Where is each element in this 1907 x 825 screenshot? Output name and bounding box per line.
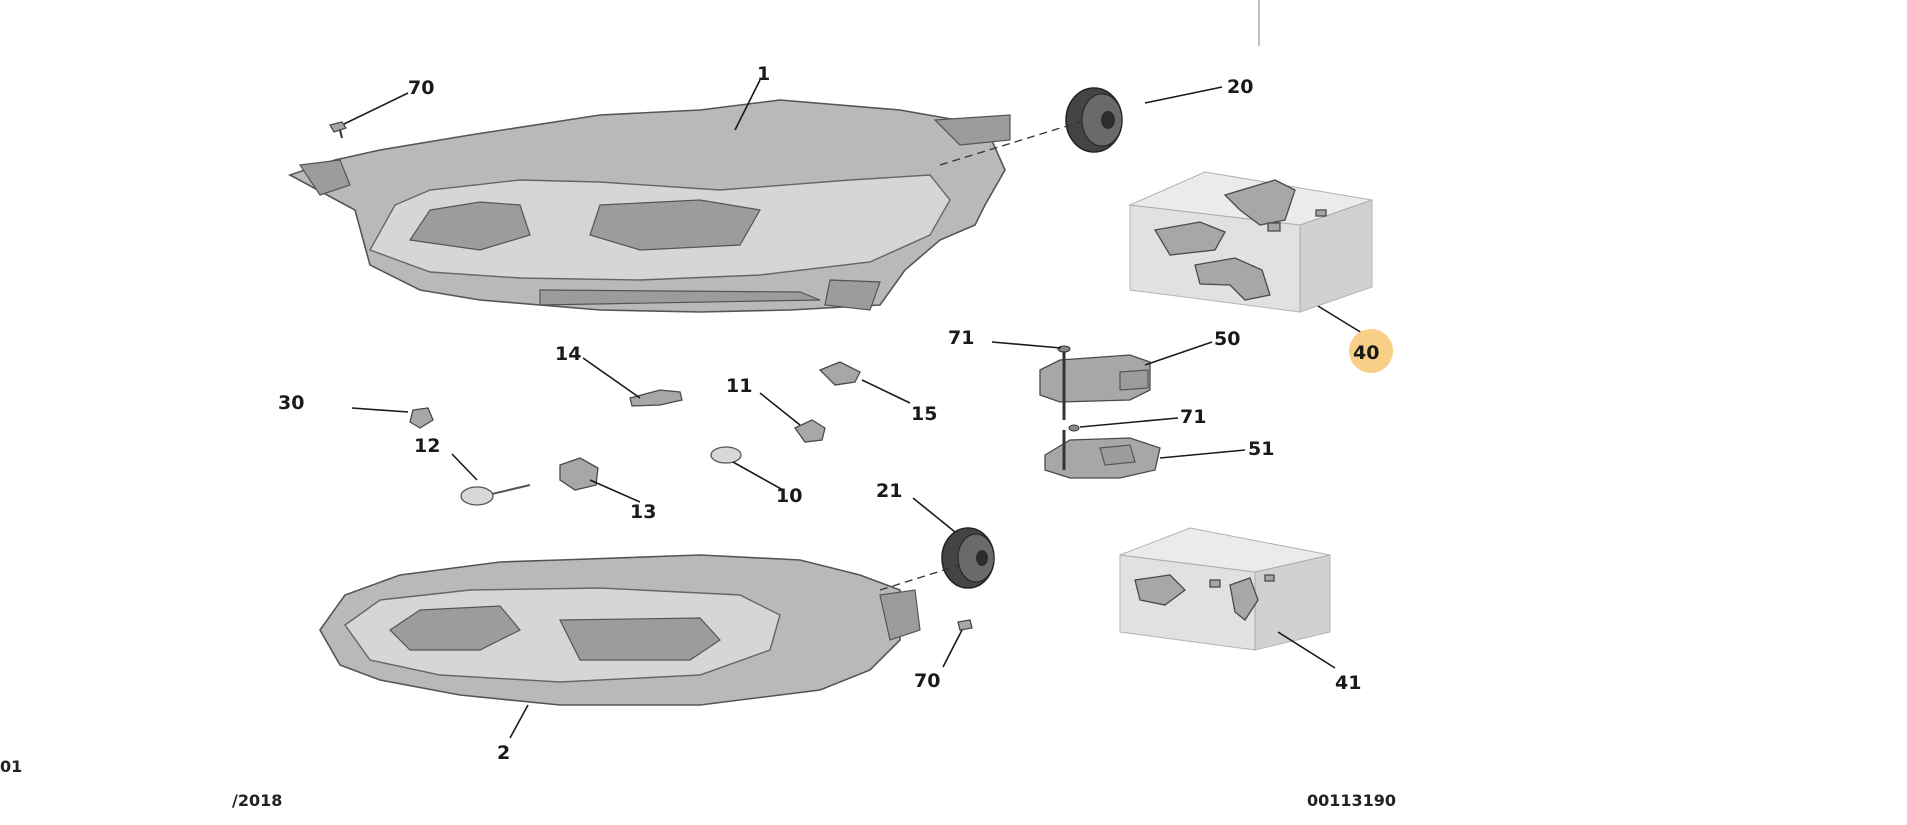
footer-date: /2018 [232,791,282,810]
footer-left-code: 01 [0,757,22,776]
callout-1: 1 [757,63,770,85]
callout-14: 14 [555,343,581,365]
bracket-kit-41 [1119,527,1331,651]
callout-12: 12 [414,435,440,457]
screw-70-bottom [957,619,973,631]
callout-51: 51 [1248,438,1274,460]
control-module-50 [1039,354,1151,403]
callout-30: 30 [278,392,304,414]
bulb-15 [818,361,861,386]
bracket-kit-40 [1128,171,1373,313]
callout-50: 50 [1214,328,1240,350]
callout-70-top: 70 [408,77,434,99]
callout-71-mid: 71 [1180,406,1206,428]
headlamp-upper [287,99,1011,313]
callout-21: 21 [876,480,902,502]
highlight-40 [1349,329,1393,373]
callout-15: 15 [911,403,937,425]
bulb-10 [710,446,742,464]
screw-70-top [329,121,348,139]
callout-71-top: 71 [948,327,974,349]
callout-20: 20 [1227,76,1253,98]
bulb-30 [409,407,434,429]
axis-line-20 [939,121,1081,166]
callout-13: 13 [630,501,656,523]
axis-line-21 [879,564,961,591]
bulb-14 [629,389,683,407]
callout-40: 40 [1353,342,1379,364]
bracket-51 [1044,437,1161,479]
grommet-20 [1065,87,1123,153]
callout-41: 41 [1335,672,1361,694]
bulb-12 [460,484,531,506]
grommet-21 [941,527,995,589]
headlamp-lower [319,554,921,706]
callout-2: 2 [497,742,510,764]
callout-10: 10 [776,485,802,507]
socket-11 [794,419,826,443]
callout-70-bottom: 70 [914,670,940,692]
leader-lines [343,79,1376,739]
socket-13 [559,457,599,491]
screw-71-mid [1062,424,1080,470]
callout-11: 11 [726,375,752,397]
footer-ref: 00113190 [1307,791,1396,810]
screw-71-top [1057,345,1071,420]
